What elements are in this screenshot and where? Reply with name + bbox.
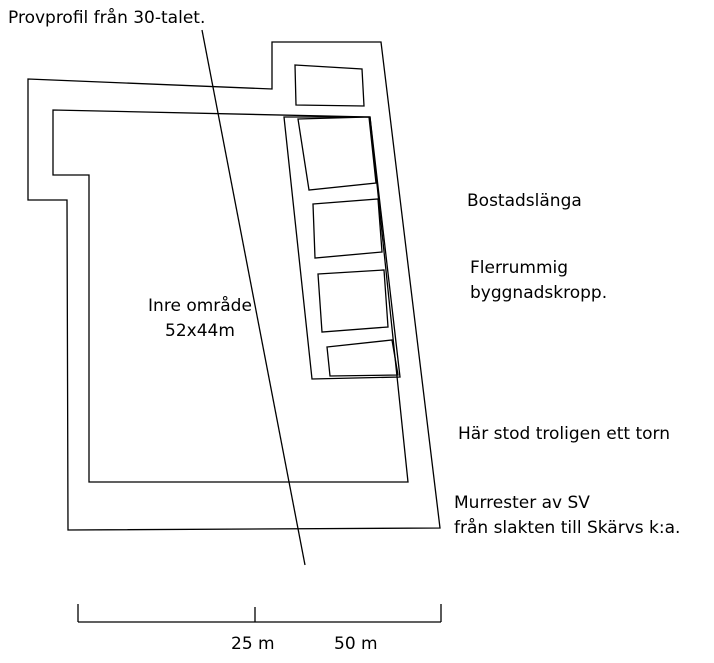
room-2 xyxy=(312,198,383,259)
multi-room-building-label: Flerrummig byggnadskropp. xyxy=(470,256,607,306)
scale-label-50m: 50 m xyxy=(334,634,378,654)
profile-label: Provprofil från 30-talet. xyxy=(8,8,206,28)
wall-remains-line1: Murrester av SV xyxy=(454,493,590,513)
wall-remains-line2: från slakten till Skärvs k:a. xyxy=(454,518,681,538)
wall-remains-label: Murrester av SV från slakten till Skärvs… xyxy=(454,491,680,541)
inner-area-size: 52x44m xyxy=(165,321,235,341)
room-tower-outwork xyxy=(294,64,365,107)
multi-room-line2: byggnadskropp. xyxy=(470,283,608,303)
residential-wing-label: Bostadslänga xyxy=(467,191,582,211)
inner-area-name: Inre område xyxy=(148,296,252,316)
outer-wall xyxy=(27,41,441,531)
room-4 xyxy=(326,339,399,377)
tower-label: Här stod troligen ett torn xyxy=(458,424,670,444)
scale-label-25m: 25 m xyxy=(231,634,275,654)
room-3 xyxy=(317,269,389,333)
inner-area-label: Inre område 52x44m xyxy=(134,294,266,344)
room-1 xyxy=(297,116,377,191)
scale-bar xyxy=(77,604,442,623)
test-profile-line xyxy=(201,29,306,566)
multi-room-line1: Flerrummig xyxy=(470,258,569,278)
building-range xyxy=(283,116,401,380)
